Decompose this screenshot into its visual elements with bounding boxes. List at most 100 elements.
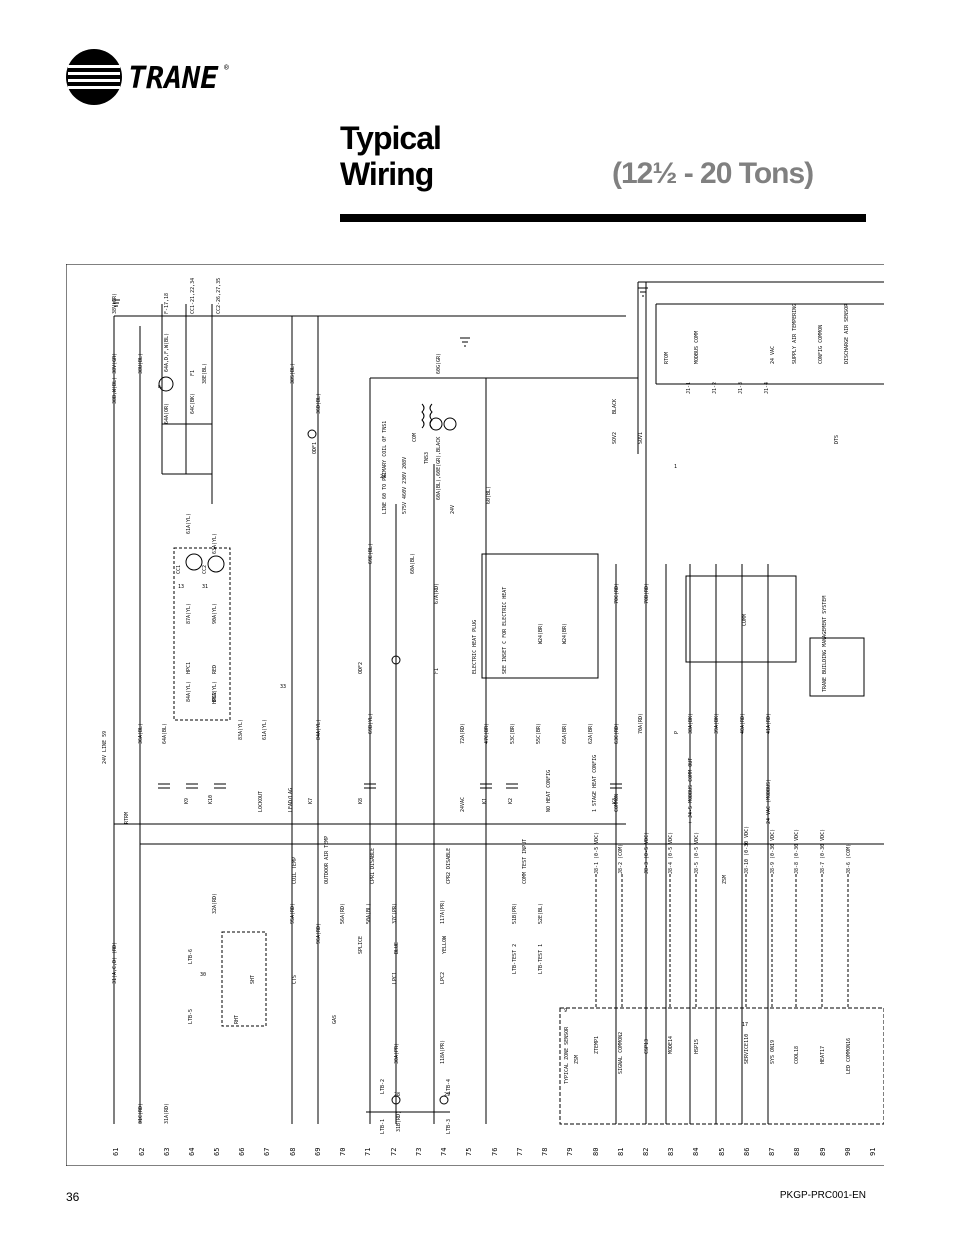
wire-label: 70C(RD) (614, 583, 620, 604)
wire-label: LTB-4 (446, 1079, 452, 1094)
wire-label: J8-8 (0-30 VDC) (794, 829, 800, 874)
wire-label: J1-3 (738, 382, 744, 394)
wire-label: 31B(RD) (396, 1111, 402, 1132)
wire-label: TRANE BUILDING MANAGEMENT SYSTEM (822, 596, 828, 692)
wire-label: 90A(YL) (212, 603, 218, 624)
wire-label: MODE14 (668, 1036, 674, 1054)
wire-label: 60G(GR) (436, 353, 442, 374)
wire-label: F1 (190, 370, 196, 376)
wire-label: LTB-2 (380, 1079, 386, 1094)
wire-label: 70A(RD) (638, 713, 644, 734)
wire-label: 70B(RD) (644, 583, 650, 604)
wire-label: 30 (200, 972, 206, 978)
wire-label: 38A(BK) (688, 713, 694, 734)
line-number: 66 (238, 1148, 246, 1156)
wire-label: ODF2 (358, 662, 364, 674)
wire-label: 63A(YL) (212, 533, 218, 554)
wire-label: 84A(YL) (316, 719, 322, 740)
wire-label: J8-6 (COM) (846, 844, 852, 874)
wire-label: K9 (184, 798, 190, 804)
wire-label: 38U(BL) (138, 353, 144, 374)
line-number: 63 (163, 1148, 171, 1156)
page-subtitle: (12½ - 20 Tons) (612, 157, 814, 190)
wire-labels: 38V(GR) 38B,W(BL) 38V(GR) 38U(BL) F-17,1… (102, 278, 852, 1134)
wire-label: J1-2 (712, 382, 718, 394)
wire-label: CC1-21,22,34 (190, 278, 196, 314)
wire-label: GAS (332, 1015, 338, 1024)
wire-label: 64A,D,F,W(BL) (164, 333, 170, 372)
wire-label: 24 (380, 474, 386, 480)
line-number: 83 (667, 1148, 675, 1156)
wire-label: CC2 (202, 565, 208, 574)
line-number: 64 (188, 1148, 196, 1156)
line-number: 70 (339, 1148, 347, 1156)
wire-label: 24V LINE 59 (102, 731, 108, 764)
wire-label: 65A(BR) (562, 723, 568, 744)
brand-mark: ® (224, 63, 229, 72)
line-number: 69 (314, 1148, 322, 1156)
wire-label: LED COMMON16 (846, 1038, 852, 1074)
wire-label: K8 (358, 798, 364, 804)
wire-label: P (158, 385, 164, 388)
wire-label: 17 (742, 1022, 748, 1028)
line-number: 87 (768, 1148, 776, 1156)
page-number: 36 (66, 1190, 80, 1204)
wire-label: 37C(PR) (392, 903, 398, 924)
line-number: 75 (465, 1148, 473, 1156)
wire-label: 64A(OR) (164, 403, 170, 424)
wire-label: COIL TEMP (292, 857, 298, 884)
wire-label: SHT (250, 975, 256, 984)
wire-label: 29 (444, 1092, 450, 1098)
wire-label: P (674, 731, 680, 734)
wire-label: HPC1 (186, 662, 192, 674)
wire-label: SYS ON19 (770, 1040, 776, 1064)
wire-label: 31A(RD) (164, 1103, 170, 1124)
wire-label: TNS3 (424, 452, 430, 464)
wire-label: LTB-1 (380, 1119, 386, 1134)
wire-label: W24(BR) (538, 623, 544, 644)
wire-label: 53C(BR) (510, 723, 516, 744)
line-number: 77 (516, 1148, 524, 1156)
wire-label: 24 VAC (MODBUS) (766, 779, 772, 824)
wire-label: LTB-6 (188, 949, 194, 964)
wire-label: 38S(BL) (290, 363, 296, 384)
wire-label: 69E(BL) (368, 543, 374, 564)
wiring-diagram: 61 62 63 64 65 66 67 68 69 70 71 72 73 7… (66, 264, 884, 1166)
line-number: 68 (289, 1148, 297, 1156)
line-number: 73 (415, 1148, 423, 1156)
wire-label: 38B,W(BL) 38V(GR) (112, 353, 118, 404)
wire-label: CONFIG COMMON (818, 325, 824, 364)
wire-label: 36A(BL) (138, 723, 144, 744)
wire-label: + J4-5 MODBUS COMM OUT (688, 758, 694, 824)
wire-label: 61A(YL) (262, 719, 268, 740)
wire-label: 40A(RD) (740, 713, 746, 734)
wire-label: 13 (178, 584, 184, 590)
wire-label: 32A(RD) (212, 893, 218, 914)
wire-label: COMMON (614, 794, 620, 812)
line-numbers: 61 62 63 64 65 66 67 68 69 70 71 72 73 7… (112, 1148, 877, 1156)
wire-label: RHT (234, 1015, 240, 1024)
line-number: 80 (592, 1148, 600, 1156)
wire-label: 69B(YL) (368, 713, 374, 734)
wire-label: 60(BL) (486, 486, 492, 504)
wire-label: CPR1 DISABLE (370, 848, 376, 884)
wire-label: TYPICAL ZONE SENSOR (564, 1026, 570, 1084)
document-code: PKGP-PRC001-EN (779, 1190, 866, 1201)
wire-label: HPC2 (212, 692, 218, 704)
wire-label: SPLICE (358, 936, 364, 954)
trane-logo: TRANE ® (64, 48, 244, 106)
line-number: 72 (390, 1148, 398, 1156)
title-line-2: Wiring (340, 156, 434, 192)
wire-label: 62A(BR) (588, 723, 594, 744)
wire-label: 50A(BL) (366, 903, 372, 924)
wire-label: 28 (394, 1092, 400, 1098)
wire-label: 24VAC (460, 797, 466, 812)
wire-label: RTOM (664, 352, 670, 364)
wire-label: 64C(BK) (190, 393, 196, 414)
wire-label: 95A(RD) (290, 903, 296, 924)
wire-label: LPC1 (392, 972, 398, 984)
wire-label: RTRM (124, 812, 130, 824)
wire-label: J8-10 (0-30 VDC) (744, 826, 750, 874)
wire-label: 575V 460V 230V 208V (402, 457, 408, 514)
wire-label: 72A(RD) (460, 723, 466, 744)
